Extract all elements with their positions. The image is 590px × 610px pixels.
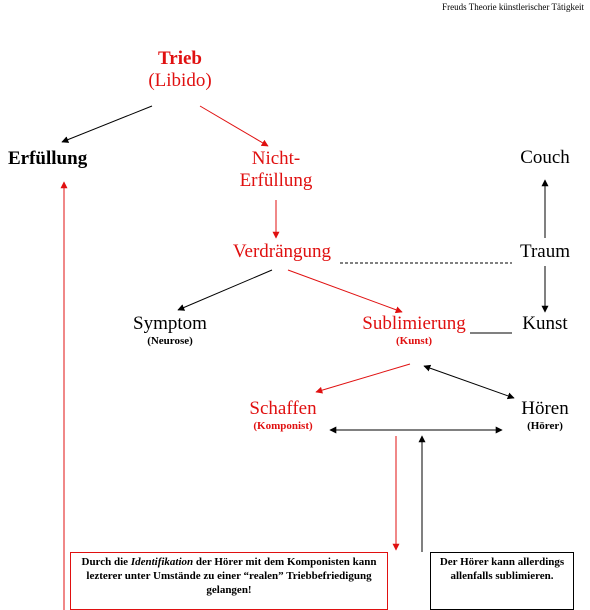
node-traum: Traum bbox=[520, 241, 570, 262]
arrow-trieb-to-nicht-erfuellung bbox=[199, 105, 269, 147]
arrow-sublimierung-hoeren bbox=[423, 364, 515, 400]
node-couch: Couch bbox=[520, 147, 570, 168]
node-schaffen-sub: (Komponist) bbox=[253, 420, 313, 432]
node-erfuellung: Erfüllung bbox=[8, 148, 88, 169]
node-symptom-sub: (Neurose) bbox=[147, 335, 193, 347]
node-sublimierung: Sublimierung (Kunst) bbox=[350, 313, 478, 348]
arrow-sublimierung-to-schaffen bbox=[315, 363, 411, 394]
listener-note-text: Der Hörer kann allerdings allenfalls sub… bbox=[439, 556, 565, 582]
node-trieb-subtitle: (Libido) bbox=[148, 70, 212, 91]
node-trieb-title: Trieb bbox=[158, 48, 202, 69]
node-nicht-erfuellung-line2: Erfüllung bbox=[239, 170, 313, 191]
node-verdraengung: Verdrängung bbox=[232, 241, 332, 262]
node-trieb: Trieb (Libido) bbox=[110, 48, 250, 92]
identification-note-pre: Durch die bbox=[81, 556, 131, 568]
listener-note-box: Der Hörer kann allerdings allenfalls sub… bbox=[430, 552, 574, 610]
node-nicht-erfuellung-line1: Nicht- bbox=[251, 148, 301, 169]
node-hoeren-sub: (Hörer) bbox=[527, 420, 563, 432]
node-kunst: Kunst bbox=[522, 313, 568, 334]
arrow-trieb-to-erfuellung bbox=[61, 105, 153, 143]
node-schaffen-title: Schaffen bbox=[249, 398, 317, 419]
diagram-caption: Freuds Theorie künstlerischer Tätigkeit bbox=[442, 2, 584, 12]
arrow-verdraengung-to-symptom bbox=[177, 269, 273, 311]
identification-note-emph: Identifikation bbox=[130, 556, 194, 568]
node-symptom: Symptom (Neurose) bbox=[118, 313, 222, 348]
node-hoeren-title: Hören bbox=[521, 398, 569, 419]
node-nicht-erfuellung: Nicht- Erfüllung bbox=[220, 148, 332, 192]
node-symptom-title: Symptom bbox=[133, 313, 207, 334]
identification-note-box: Durch die Identifikation der Hörer mit d… bbox=[70, 552, 388, 610]
node-sublimierung-title: Sublimierung bbox=[362, 313, 466, 334]
node-hoeren: Hören (Hörer) bbox=[500, 398, 590, 433]
node-sublimierung-sub: (Kunst) bbox=[395, 335, 433, 347]
node-schaffen: Schaffen (Komponist) bbox=[228, 398, 338, 433]
identification-note-post: der Hörer mit dem Komponisten kann lezte… bbox=[86, 556, 377, 596]
arrow-verdraengung-to-sublimierung bbox=[287, 269, 403, 314]
